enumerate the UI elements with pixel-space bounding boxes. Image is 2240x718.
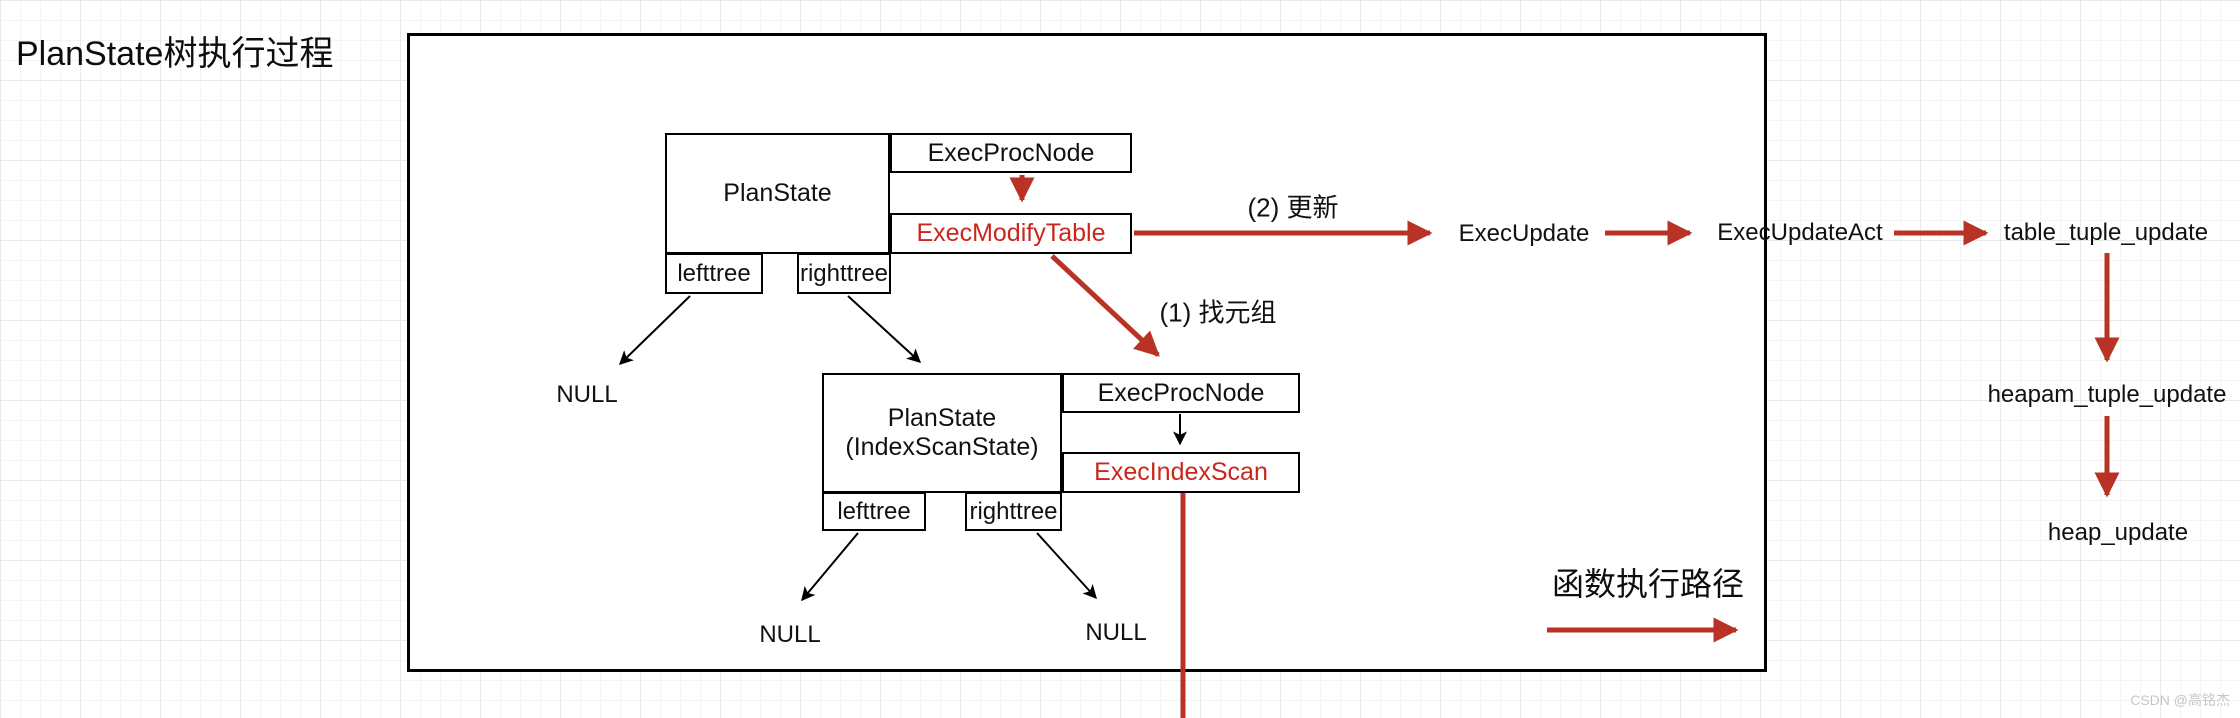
node-righttree-top-label: righttree — [799, 259, 889, 287]
planstate-indexscan-line2: (IndexScanState) — [845, 433, 1039, 461]
chain-heapam-tuple-update: heapam_tuple_update — [1987, 381, 2227, 408]
node-execprocnode-top-label: ExecProcNode — [927, 138, 1095, 167]
node-lefttree-top: lefttree — [665, 253, 763, 294]
node-planstate: PlanState — [665, 133, 890, 254]
node-righttree-top: righttree — [797, 253, 891, 294]
node-lefttree-index-label: lefttree — [837, 497, 911, 525]
node-planstate-indexscan: PlanState (IndexScanState) — [822, 373, 1062, 493]
annotation-step2-update: (2) 更新 — [1247, 192, 1339, 223]
null-index-right: NULL — [1085, 619, 1147, 646]
node-planstate-label: PlanState — [723, 179, 832, 208]
node-execindexscan: ExecIndexScan — [1062, 452, 1300, 493]
node-execprocnode-index-label: ExecProcNode — [1097, 378, 1265, 407]
node-execindexscan-label: ExecIndexScan — [1094, 458, 1268, 487]
node-lefttree-index: lefttree — [822, 492, 926, 531]
legend-label: 函数执行路径 — [1551, 566, 1745, 602]
node-execmodifytable: ExecModifyTable — [890, 213, 1132, 254]
node-lefttree-top-label: lefttree — [677, 259, 751, 287]
node-planstate-indexscan-label: PlanState (IndexScanState) — [845, 404, 1038, 462]
null-index-left: NULL — [759, 621, 821, 648]
chain-exec-update-act: ExecUpdateAct — [1717, 219, 1883, 246]
diagram-title: PlanState树执行过程 — [16, 35, 334, 73]
node-execprocnode-index: ExecProcNode — [1062, 373, 1300, 413]
chain-table-tuple-update: table_tuple_update — [2003, 219, 2209, 246]
node-execprocnode-top: ExecProcNode — [890, 133, 1132, 173]
node-execmodifytable-label: ExecModifyTable — [916, 219, 1106, 248]
node-righttree-index-label: righttree — [969, 497, 1058, 525]
chain-exec-update: ExecUpdate — [1458, 220, 1590, 247]
chain-heap-update: heap_update — [2047, 519, 2189, 546]
planstate-indexscan-line1: PlanState — [887, 404, 997, 433]
watermark: CSDN @高铭杰 — [2130, 692, 2230, 708]
node-righttree-index: righttree — [965, 492, 1062, 531]
annotation-step1-find-tuple: (1) 找元组 — [1159, 297, 1277, 328]
null-top-left: NULL — [556, 381, 618, 408]
